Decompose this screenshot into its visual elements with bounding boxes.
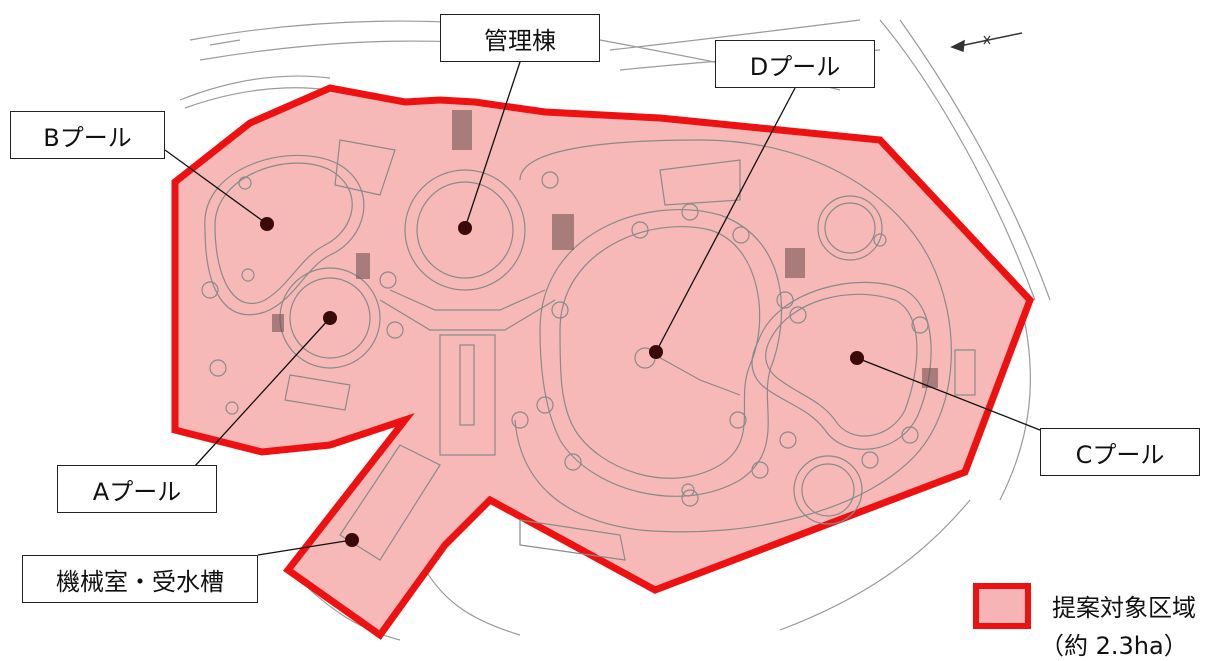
legend-note: （約 2.3ha）	[1040, 632, 1188, 660]
c-pool-marker	[850, 351, 864, 365]
label-kikai: 機械室・受水槽	[22, 555, 258, 603]
a-pool-marker	[323, 311, 337, 325]
site-drawing-details	[201, 139, 976, 561]
legend-label: 提案対象区域	[1052, 594, 1196, 622]
b-pool-marker	[260, 217, 274, 231]
label-b-pool: Bプール	[10, 111, 165, 159]
kanri-marker	[458, 221, 472, 235]
label-kanri: 管理棟	[440, 14, 600, 62]
pool-markers	[260, 217, 864, 547]
kikai-marker	[345, 533, 359, 547]
legend-swatch	[973, 583, 1031, 629]
hatched-fixtures	[272, 110, 938, 388]
site-plan-map	[164, 19, 1051, 641]
north-arrow-icon	[950, 32, 1023, 53]
leader-lines	[164, 61, 1046, 556]
label-a-pool: Aプール	[57, 465, 217, 513]
label-d-pool: Dプール	[715, 40, 875, 88]
label-c-pool: Cプール	[1040, 428, 1200, 476]
d-pool-marker	[649, 345, 663, 359]
proposal-area	[171, 84, 1035, 640]
